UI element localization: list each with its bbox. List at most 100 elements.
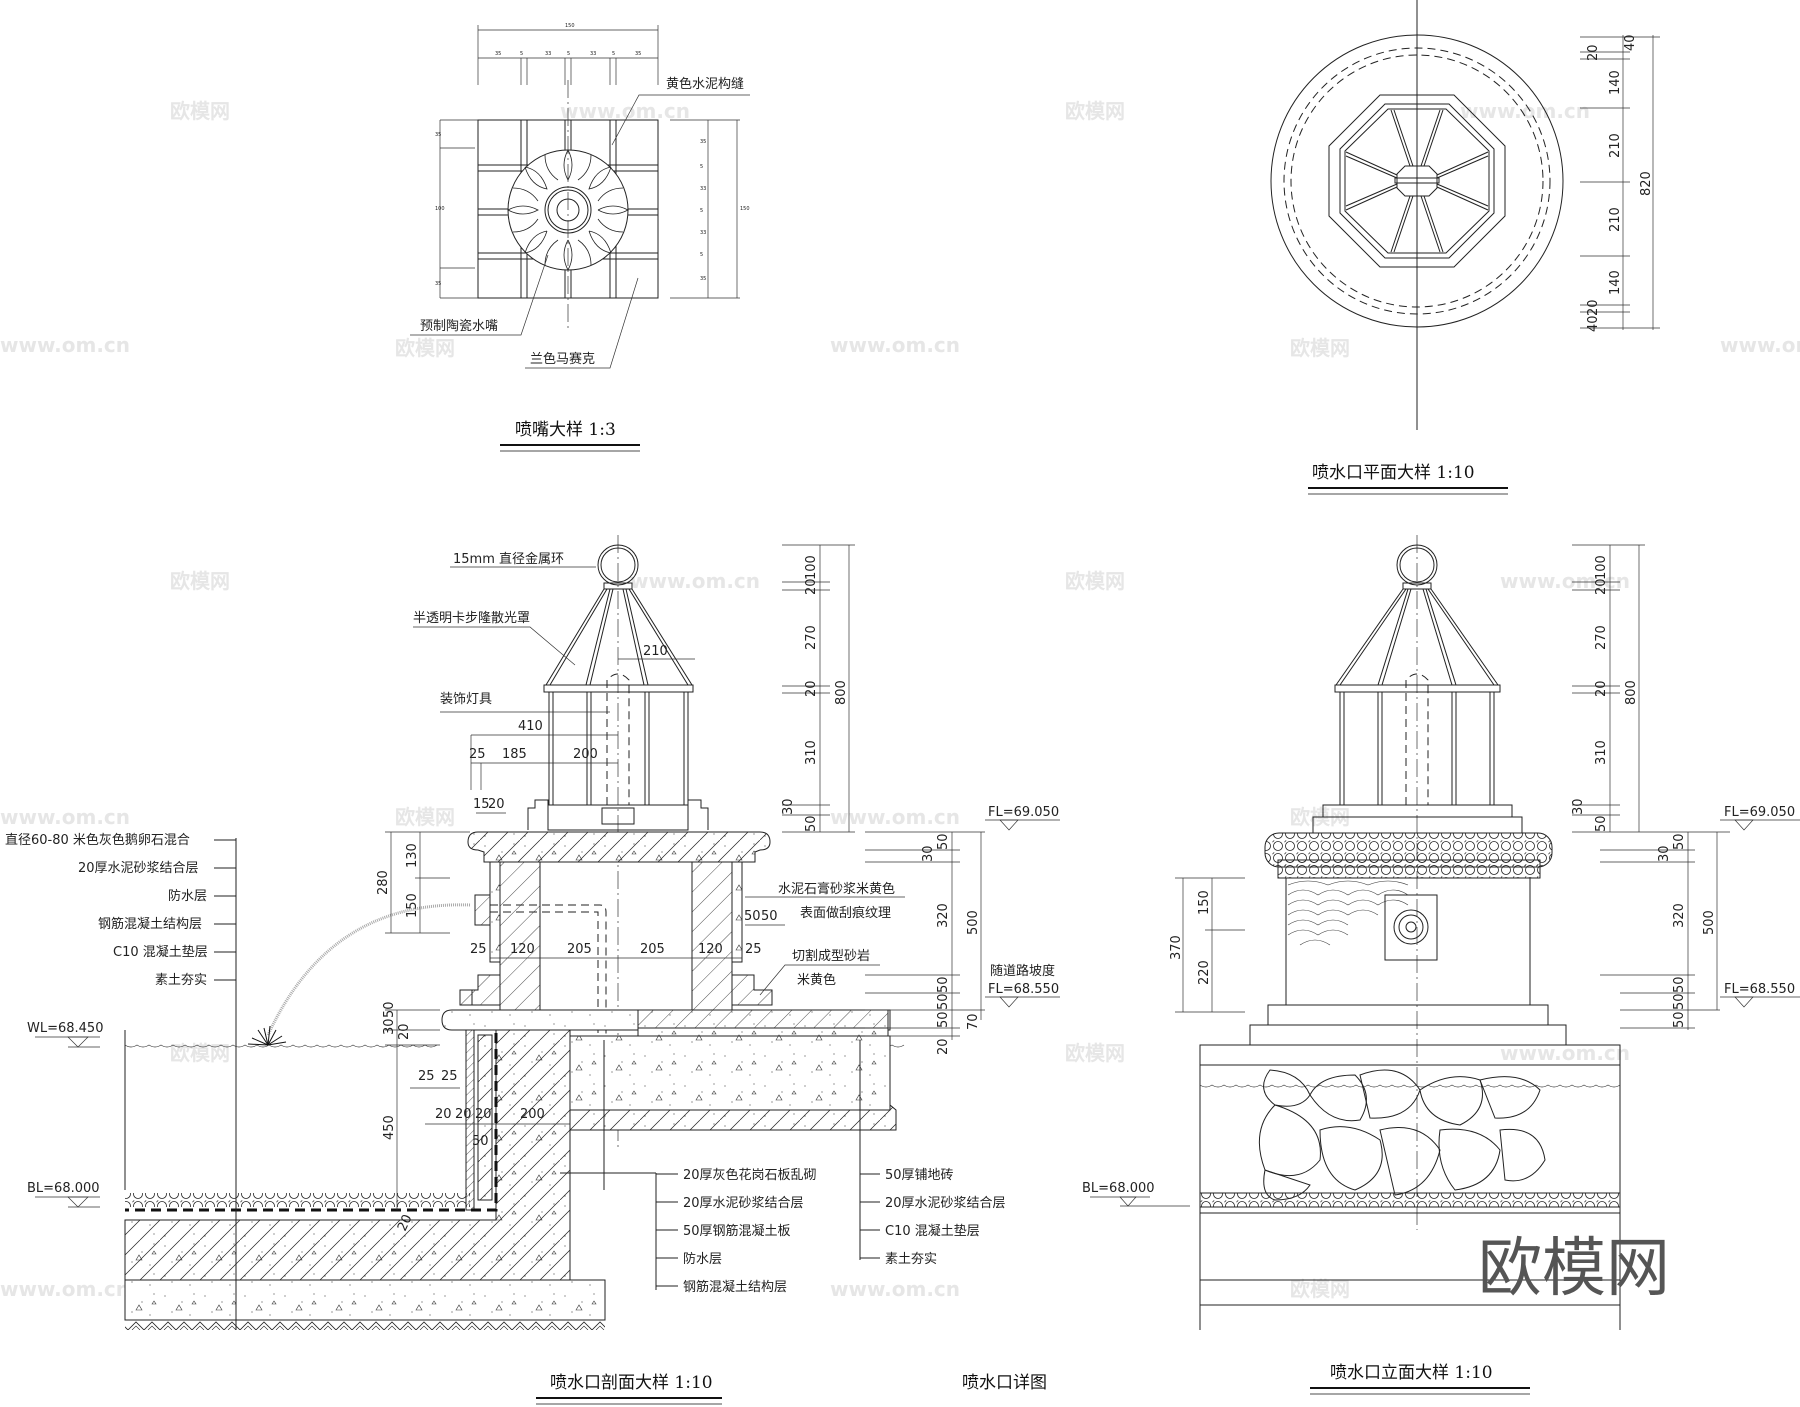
label-ring: 15mm 直径金属环 — [453, 551, 564, 567]
svg-text:33: 33 — [545, 51, 551, 57]
svg-text:150: 150 — [405, 893, 420, 918]
watermark-url: www.om.cn — [0, 333, 130, 357]
svg-text:20: 20 — [397, 1023, 412, 1040]
level-fl-bottom: FL=68.550 — [988, 982, 1059, 997]
svg-text:410: 410 — [518, 719, 543, 734]
svg-text:310: 310 — [1594, 740, 1609, 765]
svg-text:20厚水泥砂浆结合层: 20厚水泥砂浆结合层 — [885, 1196, 1006, 1211]
watermark-logo: 欧模网 — [170, 569, 230, 593]
svg-text:20: 20 — [1594, 578, 1609, 595]
svg-text:20: 20 — [1586, 44, 1601, 61]
elev-level-fl-top: FL=69.050 — [1724, 805, 1795, 820]
watermark-logo: 欧模网 — [395, 336, 455, 360]
brand-watermark: 欧模网 — [1478, 1232, 1670, 1306]
svg-text:50: 50 — [936, 976, 951, 993]
svg-text:20: 20 — [395, 1212, 416, 1233]
svg-text:35: 35 — [635, 51, 641, 57]
level-bl: BL=68.000 — [27, 1181, 100, 1196]
label-slope: 随道路坡度 — [990, 963, 1055, 979]
svg-text:20厚水泥砂浆结合层: 20厚水泥砂浆结合层 — [78, 861, 199, 876]
svg-text:钢筋混凝土结构层: 钢筋混凝土结构层 — [98, 916, 202, 932]
dim-left-mid: 100 — [435, 206, 445, 212]
watermark-url: www.om.cn — [1500, 569, 1630, 593]
svg-text:50: 50 — [472, 1134, 489, 1149]
svg-text:5: 5 — [700, 252, 703, 258]
dim-left-bottom: 35 — [435, 281, 441, 287]
watermarks: 欧模网 www.om.cn 欧模网 www.om.cn www.om.cn 欧模… — [0, 99, 1800, 1301]
left-layer-labels: 直径60-80 米色灰色鹅卵石混合 20厚水泥砂浆结合层 防水层 钢筋混凝土结构… — [5, 832, 236, 988]
svg-text:33: 33 — [700, 186, 706, 192]
section-detail: 直径60-80 米色灰色鹅卵石混合 20厚水泥砂浆结合层 防水层 钢筋混凝土结构… — [5, 535, 1060, 1405]
svg-text:25: 25 — [418, 1069, 435, 1084]
splash-icon — [247, 1025, 287, 1046]
svg-text:50: 50 — [1594, 815, 1609, 832]
watermark-logo: 欧模网 — [170, 1041, 230, 1065]
watermark-url: www.om.cn — [630, 569, 760, 593]
level-wl: WL=68.450 — [27, 1021, 103, 1036]
svg-text:50: 50 — [936, 833, 951, 850]
level-fl-top: FL=69.050 — [988, 805, 1059, 820]
label-sandstone-2: 米黄色 — [797, 972, 836, 988]
svg-text:50: 50 — [936, 993, 951, 1010]
svg-text:15: 15 — [473, 797, 490, 812]
title-nozzle-detail: 喷嘴大样 1:3 — [515, 420, 616, 440]
label-plaster-2: 表面做刮痕纹理 — [800, 905, 891, 921]
svg-text:130: 130 — [405, 843, 420, 868]
svg-text:20: 20 — [435, 1107, 452, 1122]
watermark-logo: 欧模网 — [1290, 336, 1350, 360]
section-right-dims: 100 20 270 20 310 30 50 800 50 30 320 50… — [781, 544, 985, 1055]
watermark-logo: 欧模网 — [1065, 99, 1125, 123]
svg-text:30: 30 — [781, 798, 796, 815]
section-lamp-dims: 210 410 25 185 200 15 20 — [469, 644, 695, 814]
svg-text:100: 100 — [804, 555, 819, 580]
svg-text:50: 50 — [1672, 1011, 1687, 1028]
svg-text:140: 140 — [1608, 270, 1623, 295]
svg-text:5: 5 — [700, 164, 703, 170]
svg-text:30: 30 — [921, 845, 936, 862]
svg-text:120: 120 — [510, 942, 535, 957]
label-lamp: 装饰灯具 — [440, 692, 492, 707]
svg-text:210: 210 — [1608, 133, 1623, 158]
svg-text:50: 50 — [382, 1001, 397, 1018]
watermark-logo: 欧模网 — [1065, 569, 1125, 593]
svg-text:820: 820 — [1639, 171, 1654, 196]
svg-text:5: 5 — [700, 208, 703, 214]
svg-text:30: 30 — [382, 1018, 397, 1035]
watermark-logo: 欧模网 — [1065, 1041, 1125, 1065]
label-grout: 黄色水泥构缝 — [666, 76, 744, 92]
dim-top-overall: 150 — [565, 23, 575, 29]
svg-text:素土夯实: 素土夯实 — [155, 973, 207, 988]
svg-text:20厚水泥砂浆结合层: 20厚水泥砂浆结合层 — [683, 1196, 804, 1211]
svg-text:280: 280 — [376, 870, 391, 895]
svg-text:50厚铺地砖: 50厚铺地砖 — [885, 1168, 954, 1183]
sheet-title: 喷水口详图 — [962, 1373, 1047, 1393]
elev-level-bl: BL=68.000 — [1082, 1181, 1155, 1196]
watermark-url: www.om.cn — [1460, 99, 1590, 123]
svg-text:33: 33 — [590, 51, 596, 57]
watermark-url: www.om.cn — [830, 805, 960, 829]
plan-ribs — [1345, 109, 1489, 253]
svg-text:50: 50 — [936, 1011, 951, 1028]
svg-text:35: 35 — [700, 139, 706, 145]
title-section-detail: 喷水口剖面大样 1:10 — [550, 1373, 713, 1393]
svg-text:20: 20 — [936, 1038, 951, 1055]
svg-text:800: 800 — [1624, 680, 1639, 705]
label-mosaic: 兰色马赛克 — [530, 351, 595, 367]
texture-swirl — [1287, 880, 1409, 946]
svg-text:25: 25 — [470, 942, 487, 957]
title-plan-detail: 喷水口平面大样 1:10 — [1312, 463, 1475, 483]
svg-text:100: 100 — [1594, 555, 1609, 580]
svg-text:33: 33 — [700, 230, 706, 236]
svg-text:35: 35 — [700, 276, 706, 282]
section-left-dims: 280 130 150 — [376, 831, 470, 934]
svg-text:50: 50 — [761, 909, 778, 924]
svg-text:500: 500 — [966, 910, 981, 935]
svg-text:210: 210 — [1608, 207, 1623, 232]
elev-right-dims: 100 20 270 20 310 30 50 800 50 30 320 50… — [1571, 544, 1730, 1030]
svg-text:500: 500 — [1702, 910, 1717, 935]
svg-text:50: 50 — [1672, 993, 1687, 1010]
plan-detail: 40 20 140 210 210 140 20 40 820 喷水口平面大样 … — [1270, 0, 1660, 495]
plan-dims: 40 20 140 210 210 140 20 40 820 — [1586, 34, 1654, 332]
bottom-layer-labels-b: 50厚铺地砖 20厚水泥砂浆结合层 C10 混凝土垫层 素土夯实 — [860, 1168, 1006, 1267]
watermark-url: www.om.cn — [830, 333, 960, 357]
